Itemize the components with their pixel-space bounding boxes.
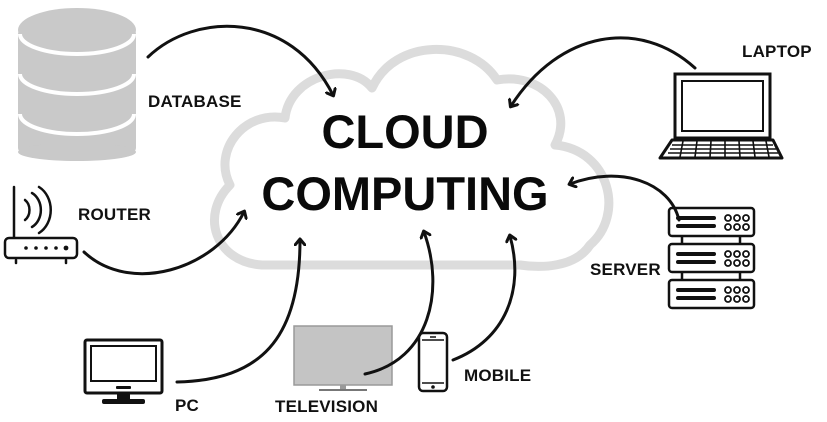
database-icon bbox=[18, 8, 136, 161]
arrow-pc-to-cloud bbox=[175, 240, 300, 384]
arrow-mobile-to-cloud bbox=[451, 236, 515, 362]
label-laptop: LAPTOP bbox=[742, 42, 812, 61]
label-pc: PC bbox=[175, 396, 200, 415]
laptop-icon bbox=[658, 72, 784, 160]
arrow-router-to-cloud bbox=[82, 212, 244, 276]
arrow-database-to-cloud bbox=[146, 24, 333, 95]
title-line-1: CLOUD bbox=[321, 105, 489, 158]
arrow-laptop-to-cloud bbox=[511, 36, 697, 106]
label-television: TELEVISION bbox=[275, 397, 379, 416]
label-server: SERVER bbox=[590, 260, 661, 279]
title-line-2: COMPUTING bbox=[261, 167, 549, 220]
mobile-phone-icon bbox=[417, 331, 449, 393]
arrow-server-to-cloud bbox=[570, 174, 681, 222]
router-icon bbox=[3, 185, 79, 265]
label-database: DATABASE bbox=[148, 92, 242, 111]
server-icon bbox=[667, 206, 756, 310]
label-router: ROUTER bbox=[78, 205, 151, 224]
television-icon bbox=[293, 325, 393, 391]
label-mobile: MOBILE bbox=[464, 366, 532, 385]
cloud-icon bbox=[210, 45, 614, 271]
pc-monitor-icon bbox=[83, 338, 164, 404]
arrow-television-to-cloud bbox=[363, 232, 435, 376]
